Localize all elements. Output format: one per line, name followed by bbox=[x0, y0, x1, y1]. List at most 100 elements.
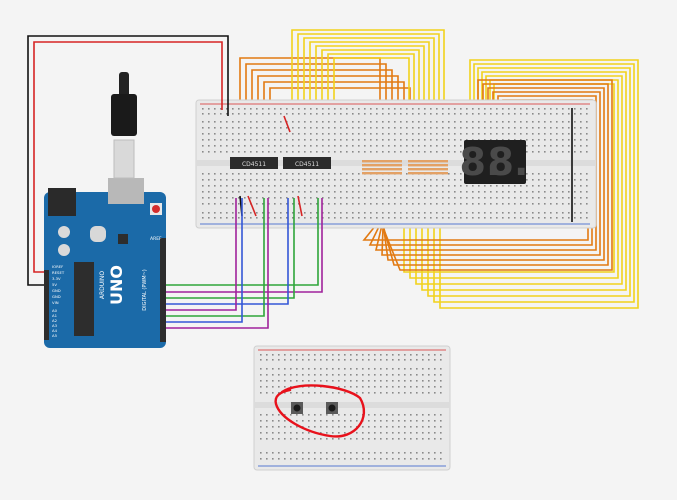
breadboard-hole[interactable] bbox=[484, 217, 486, 219]
breadboard-hole[interactable] bbox=[214, 139, 216, 141]
breadboard-hole[interactable] bbox=[208, 121, 210, 123]
breadboard-hole[interactable] bbox=[526, 212, 528, 214]
breadboard-hole[interactable] bbox=[284, 420, 286, 422]
breadboard-hole[interactable] bbox=[220, 203, 222, 205]
breadboard-hole[interactable] bbox=[544, 127, 546, 129]
breadboard-hole[interactable] bbox=[430, 139, 432, 141]
breadboard-hole[interactable] bbox=[280, 173, 282, 175]
breadboard-hole[interactable] bbox=[208, 203, 210, 205]
breadboard-hole[interactable] bbox=[370, 203, 372, 205]
breadboard-hole[interactable] bbox=[352, 108, 354, 110]
breadboard-hole[interactable] bbox=[586, 179, 588, 181]
breadboard-hole[interactable] bbox=[538, 113, 540, 115]
breadboard-hole[interactable] bbox=[326, 452, 328, 454]
breadboard-hole[interactable] bbox=[202, 133, 204, 135]
breadboard-hole[interactable] bbox=[332, 426, 334, 428]
breadboard-hole[interactable] bbox=[232, 179, 234, 181]
breadboard-hole[interactable] bbox=[428, 438, 430, 440]
breadboard-hole[interactable] bbox=[424, 108, 426, 110]
breadboard-hole[interactable] bbox=[286, 185, 288, 187]
breadboard-hole[interactable] bbox=[322, 139, 324, 141]
breadboard-hole[interactable] bbox=[406, 179, 408, 181]
breadboard-hole[interactable] bbox=[568, 108, 570, 110]
breadboard-hole[interactable] bbox=[448, 139, 450, 141]
breadboard-hole[interactable] bbox=[286, 139, 288, 141]
breadboard-hole[interactable] bbox=[392, 368, 394, 370]
breadboard-hole[interactable] bbox=[508, 139, 510, 141]
breadboard-hole[interactable] bbox=[538, 127, 540, 129]
breadboard-hole[interactable] bbox=[304, 203, 306, 205]
breadboard-hole[interactable] bbox=[416, 380, 418, 382]
breadboard-hole[interactable] bbox=[586, 185, 588, 187]
breadboard-hole[interactable] bbox=[562, 145, 564, 147]
breadboard-hole[interactable] bbox=[322, 108, 324, 110]
breadboard-hole[interactable] bbox=[274, 217, 276, 219]
breadboard-hole[interactable] bbox=[338, 359, 340, 361]
wire-signal[interactable] bbox=[166, 198, 323, 293]
breadboard-hole[interactable] bbox=[340, 133, 342, 135]
breadboard-hole[interactable] bbox=[430, 217, 432, 219]
breadboard-hole[interactable] bbox=[368, 420, 370, 422]
breadboard-hole[interactable] bbox=[436, 191, 438, 193]
breadboard-hole[interactable] bbox=[226, 108, 228, 110]
breadboard-hole[interactable] bbox=[238, 108, 240, 110]
breadboard-hole[interactable] bbox=[268, 191, 270, 193]
breadboard-hole[interactable] bbox=[370, 139, 372, 141]
breadboard-hole[interactable] bbox=[580, 185, 582, 187]
breadboard-hole[interactable] bbox=[410, 426, 412, 428]
breadboard-hole[interactable] bbox=[232, 139, 234, 141]
breadboard-hole[interactable] bbox=[202, 191, 204, 193]
reset-button[interactable] bbox=[152, 205, 160, 213]
breadboard-hole[interactable] bbox=[386, 380, 388, 382]
breadboard-hole[interactable] bbox=[268, 145, 270, 147]
breadboard-hole[interactable] bbox=[238, 203, 240, 205]
breadboard-hole[interactable] bbox=[358, 151, 360, 153]
breadboard-hole[interactable] bbox=[298, 145, 300, 147]
breadboard-hole[interactable] bbox=[388, 108, 390, 110]
breadboard-hole[interactable] bbox=[568, 212, 570, 214]
breadboard-hole[interactable] bbox=[376, 121, 378, 123]
breadboard-hole[interactable] bbox=[398, 438, 400, 440]
breadboard-hole[interactable] bbox=[484, 185, 486, 187]
breadboard-hole[interactable] bbox=[392, 458, 394, 460]
breadboard-hole[interactable] bbox=[232, 203, 234, 205]
breadboard-hole[interactable] bbox=[304, 113, 306, 115]
breadboard-hole[interactable] bbox=[208, 179, 210, 181]
breadboard-hole[interactable] bbox=[328, 173, 330, 175]
push-button-2-cap[interactable] bbox=[328, 404, 336, 412]
breadboard-hole[interactable] bbox=[574, 139, 576, 141]
breadboard-hole[interactable] bbox=[334, 151, 336, 153]
breadboard-hole[interactable] bbox=[586, 217, 588, 219]
breadboard-hole[interactable] bbox=[466, 197, 468, 199]
breadboard-hole[interactable] bbox=[280, 127, 282, 129]
breadboard-hole[interactable] bbox=[586, 191, 588, 193]
breadboard-hole[interactable] bbox=[428, 386, 430, 388]
breadboard-hole[interactable] bbox=[338, 374, 340, 376]
breadboard-hole[interactable] bbox=[410, 452, 412, 454]
breadboard-hole[interactable] bbox=[410, 386, 412, 388]
breadboard-hole[interactable] bbox=[586, 121, 588, 123]
breadboard-hole[interactable] bbox=[448, 217, 450, 219]
breadboard-hole[interactable] bbox=[202, 212, 204, 214]
breadboard-hole[interactable] bbox=[208, 217, 210, 219]
breadboard-hole[interactable] bbox=[238, 113, 240, 115]
breadboard-hole[interactable] bbox=[208, 127, 210, 129]
breadboard-hole[interactable] bbox=[454, 217, 456, 219]
breadboard-hole[interactable] bbox=[302, 452, 304, 454]
breadboard-hole[interactable] bbox=[226, 212, 228, 214]
breadboard-hole[interactable] bbox=[332, 374, 334, 376]
wire-yellow-top[interactable] bbox=[333, 57, 410, 136]
breadboard-hole[interactable] bbox=[382, 151, 384, 153]
breadboard-hole[interactable] bbox=[424, 212, 426, 214]
breadboard-hole[interactable] bbox=[370, 179, 372, 181]
breadboard-hole[interactable] bbox=[404, 374, 406, 376]
breadboard-hole[interactable] bbox=[370, 127, 372, 129]
breadboard-hole[interactable] bbox=[410, 420, 412, 422]
breadboard-hole[interactable] bbox=[292, 108, 294, 110]
breadboard-hole[interactable] bbox=[368, 359, 370, 361]
breadboard-hole[interactable] bbox=[544, 133, 546, 135]
breadboard-hole[interactable] bbox=[496, 185, 498, 187]
breadboard-hole[interactable] bbox=[550, 145, 552, 147]
breadboard-hole[interactable] bbox=[556, 121, 558, 123]
breadboard-hole[interactable] bbox=[394, 151, 396, 153]
